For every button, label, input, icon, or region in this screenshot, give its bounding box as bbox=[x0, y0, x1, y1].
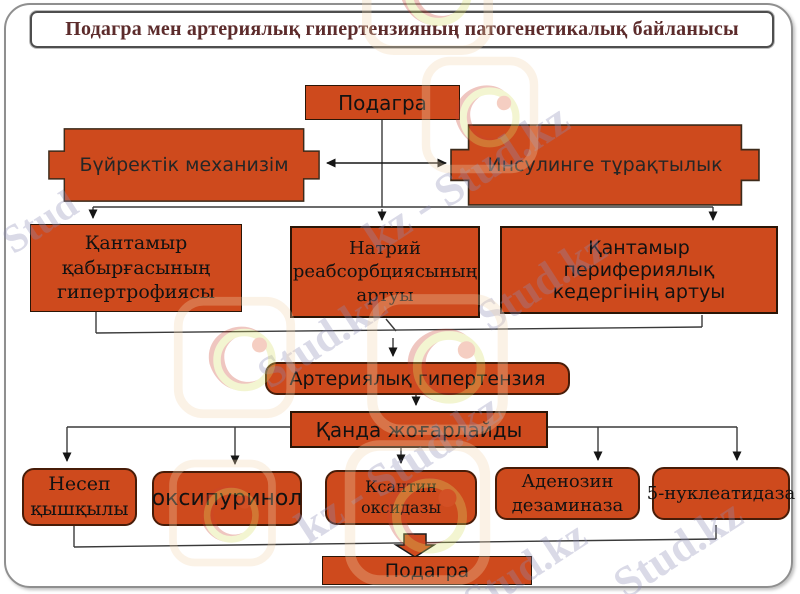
node-adenosine-label: Аденозин дезаминаза bbox=[511, 471, 624, 516]
node-uric-acid-label: Несеп қышқылы bbox=[30, 473, 129, 520]
node-xanthine-oxidase: Ксантин оксидазы bbox=[325, 470, 477, 525]
node-insulin-resistance: Инсулинге тұрақтылык bbox=[450, 124, 760, 206]
node-vessel-wall-label: Қантамыр қабырғасының гипертрофиясы bbox=[56, 231, 216, 304]
line-collector-mid bbox=[95, 326, 703, 334]
block-arrow-to-goutbottom bbox=[393, 533, 437, 558]
node-blood-rise-label: Қанда жоғарлайды bbox=[315, 417, 523, 442]
plaque-shape bbox=[450, 124, 760, 206]
node-adenosine-deaminase: Аденозин дезаминаза bbox=[495, 467, 640, 520]
plaque-shape bbox=[48, 128, 320, 202]
node-peripheral-resistance: Қантамыр перифериялық кедергінің артуы bbox=[500, 226, 778, 314]
node-gout-bottom-label: Подагра bbox=[384, 559, 470, 582]
node-gout-bottom: Подагра bbox=[322, 556, 532, 585]
node-sodium-reabsorption: Натрий реабсорбциясының артуы bbox=[290, 226, 480, 318]
node-renal-mechanism: Бүйректік механизім bbox=[48, 128, 320, 202]
line-collector-bottom bbox=[73, 538, 717, 548]
diagram-title-box: Подагра мен артериялық гипертензияның па… bbox=[30, 11, 774, 48]
node-blood-rise: Қанда жоғарлайды bbox=[290, 411, 548, 448]
node-oxypurinol-label: оксипуринол bbox=[151, 486, 303, 511]
node-gout-top: Подагра bbox=[305, 85, 460, 120]
node-gout-top-label: Подагра bbox=[338, 90, 427, 115]
node-insulin-label: Инсулинге тұрақтылык bbox=[487, 154, 723, 176]
line-sodium-tick bbox=[385, 318, 397, 332]
diagram-title: Подагра мен артериялық гипертензияның па… bbox=[65, 18, 739, 40]
node-renal-label: Бүйректік механизім bbox=[79, 154, 289, 176]
watermark-logo-icon bbox=[173, 296, 296, 419]
node-peripheral-label: Қантамыр перифериялық кедергінің артуы bbox=[552, 237, 726, 303]
node-nucleotidase-label: 5-нуклеатидаза bbox=[646, 482, 796, 504]
node-sodium-label: Натрий реабсорбциясының артуы bbox=[292, 237, 478, 306]
node-nucleotidase: 5-нуклеатидаза bbox=[647, 467, 795, 520]
node-oxypurinol: оксипуринол bbox=[152, 471, 302, 526]
node-xanthine-label: Ксантин оксидазы bbox=[360, 476, 442, 517]
watermark-text: kz - Stud.kz bbox=[286, 382, 511, 553]
node-hypertension-label: Артериялық гипертензия bbox=[289, 367, 546, 390]
node-vessel-wall: Қантамыр қабырғасының гипертрофиясы bbox=[30, 224, 242, 312]
node-arterial-hypertension: Артериялық гипертензия bbox=[265, 362, 570, 395]
node-uric-acid: Несеп қышқылы bbox=[22, 468, 137, 526]
